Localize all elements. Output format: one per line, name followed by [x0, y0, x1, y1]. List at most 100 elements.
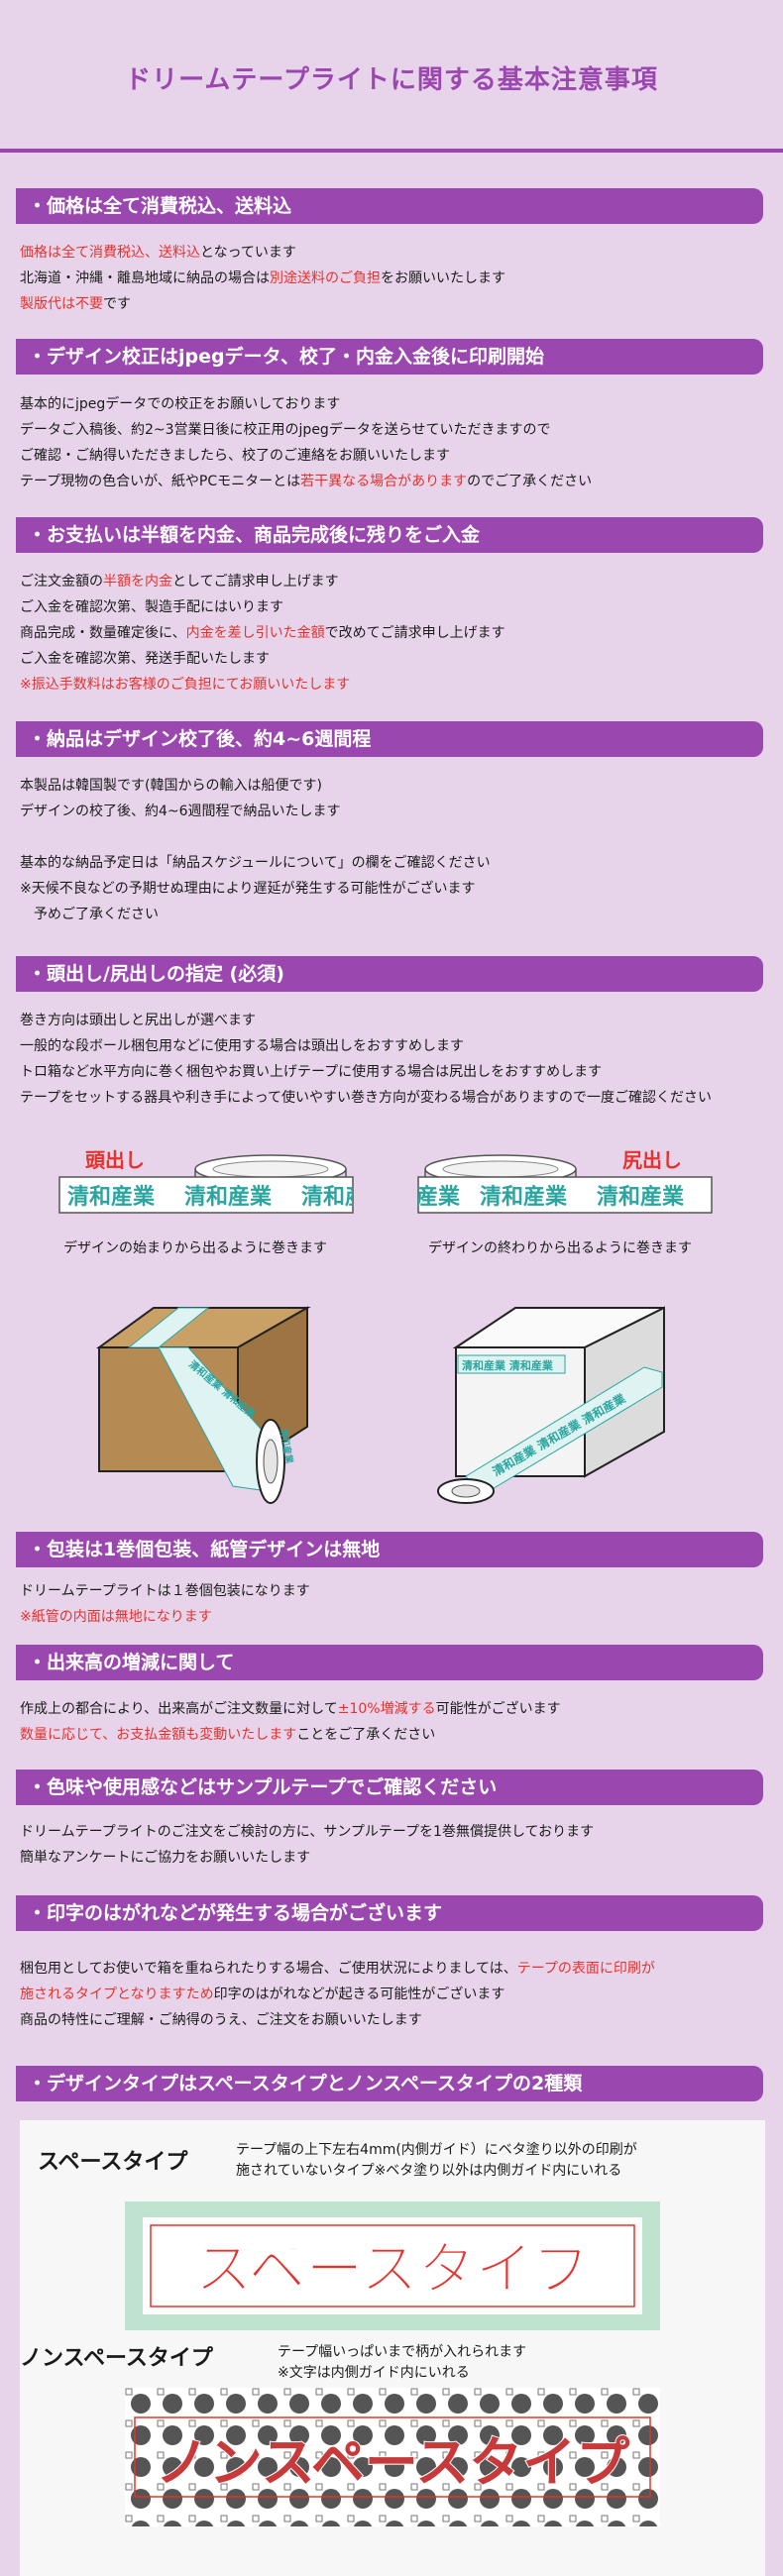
- section-line: [20, 824, 765, 850]
- section-line: 施されるタイプとなりますため印字のはがれなどが起きる可能性がございます: [20, 1982, 765, 2007]
- body-text: 本製品は韓国製です(韓国からの輸入は船便です): [20, 778, 322, 794]
- body-text: テープ現物の色合いが、紙やPCモニターとは: [20, 474, 301, 489]
- tail-tape-text-1: 清和産業: [416, 1184, 461, 1210]
- title-divider: [0, 149, 783, 153]
- highlighted-text: 数量に応じて、お支払金額も変動いたします: [20, 1727, 297, 1743]
- body-text: です: [103, 296, 131, 312]
- section-line: ご入金を確認次第、発送手配いたします: [20, 646, 765, 672]
- page-title: ドリームテープライトに関する基本注意事項: [125, 65, 658, 95]
- body-text: 北海道・沖縄・離島地域に納品の場合は: [20, 270, 270, 286]
- body-text: 一般的な段ボール梱包用などに使用する場合は頭出しをおすすめします: [20, 1038, 464, 1054]
- section-body-6: ドリームテープライトは１巻個包装になります ※紙管の内面は無地になります: [20, 1578, 765, 1630]
- space-sample-text: スペースタイプ: [194, 2235, 590, 2303]
- section-heading-3: ・お支払いは半額を内金、商品完成後に残りをご入金: [16, 517, 763, 553]
- section-line: 製版代は不要です: [20, 291, 765, 317]
- body-text: で改めてご請求申し上げます: [324, 625, 505, 641]
- section-heading-8: ・色味や使用感などはサンプルテープでご確認ください: [16, 1770, 763, 1805]
- body-text: 基本的な納品予定日は「納品スケジュールについて」の欄をご確認ください: [20, 855, 491, 871]
- body-text: のでご了承ください: [467, 474, 593, 489]
- body-text: 可能性がございます: [435, 1701, 561, 1717]
- section-heading-7: ・出来高の増減に関して: [16, 1645, 763, 1680]
- section-line: ご確認・ご納得いただきましたら、校了のご連絡をお願いいたします: [20, 443, 765, 469]
- body-text: ドリームテープライトのご注文をご検討の方に、サンプルテープを1巻無償提供しており…: [20, 1824, 595, 1840]
- section-line: 一般的な段ボール梱包用などに使用する場合は頭出しをおすすめします: [20, 1033, 765, 1059]
- highlighted-text: 施されるタイプとなりますため: [20, 1986, 214, 2002]
- section-line: 商品の特性にご理解・ご納得のうえ、ご注文をお願いいたします: [20, 2007, 765, 2033]
- nonspace-type-desc-2: ※文字は内側ガイド内にいれる: [278, 2365, 470, 2381]
- section-body-7: 作成上の都合により、出来高がご注文数量に対して±10%増減する可能性がございます…: [20, 1696, 765, 1748]
- body-text: データご入稿後、約2~3営業日後に校正用のjpegデータを送らせていただきますの…: [20, 422, 551, 438]
- section-heading-6: ・包装は1巻個包装、紙管デザインは無地: [16, 1532, 763, 1567]
- head-tape-text-2: 清和産業: [184, 1184, 273, 1210]
- space-type-sample: スペースタイプ: [125, 2201, 660, 2330]
- highlighted-text: 製版代は不要: [20, 296, 103, 312]
- body-text: としてご請求申し上げます: [172, 574, 339, 590]
- body-text: 作成上の都合により、出来高がご注文数量に対して: [20, 1701, 338, 1717]
- body-text: トロ箱など水平方向に巻く梱包やお買い上げテープに使用する場合は尻出しをおすすめし…: [20, 1064, 603, 1080]
- section-heading-5: ・頭出し/尻出しの指定 (必須): [16, 956, 763, 992]
- head-caption: デザインの始まりから出るように巻きます: [63, 1240, 327, 1256]
- section-line: 基本的な納品予定日は「納品スケジュールについて」の欄をご確認ください: [20, 850, 765, 876]
- section-heading-4: ・納品はデザイン校了後、約4~6週間程: [16, 721, 763, 757]
- body-text: テープをセットする器具や利き手によって使いやすい巻き方向が変わる場合がありますの…: [20, 1090, 713, 1106]
- body-text: 商品完成・数量確定後に、: [20, 625, 186, 641]
- head-tape-text-1: 清和産業: [67, 1184, 156, 1210]
- body-text: をお願いいたします: [381, 270, 505, 286]
- section-line: デザインの校了後、約4~6週間程で納品いたします: [20, 799, 765, 824]
- body-text: 予めご了承ください: [20, 907, 159, 922]
- space-type-title: スペースタイプ: [38, 2150, 188, 2175]
- body-text: ご入金を確認次第、発送手配いたします: [20, 651, 270, 667]
- highlighted-text: ±10%増減する: [337, 1701, 436, 1717]
- body-text: 巻き方向は頭出しと尻出しが選べます: [20, 1013, 256, 1028]
- tail-tape-roll: 清和産業 清和産業 清和産業: [416, 1154, 713, 1214]
- section-line: ※紙管の内面は無地になります: [20, 1604, 765, 1630]
- section-body-5: 巻き方向は頭出しと尻出しが選べます一般的な段ボール梱包用などに使用する場合は頭出…: [20, 1008, 765, 1111]
- body-text: ことをご了承ください: [296, 1727, 436, 1743]
- tail-caption: デザインの終わりから出るように巻きます: [428, 1240, 692, 1256]
- space-type-desc-1: テープ幅の上下左右4mm(内側ガイド）にベタ塗り以外の印刷が: [236, 2142, 637, 2158]
- highlighted-text: 半額を内金: [103, 574, 172, 590]
- highlighted-text: 別途送料のご負担: [270, 270, 381, 286]
- nonspace-type-title: ノンスペースタイプ: [20, 2346, 213, 2371]
- section-heading-2: ・デザイン校正はjpegデータ、校了・内金入金後に印刷開始: [16, 339, 763, 375]
- section-body-8: ドリームテープライトのご注文をご検討の方に、サンプルテープを1巻無償提供しており…: [20, 1819, 765, 1871]
- body-text: ご注文金額の: [20, 574, 103, 590]
- body-text: ご入金を確認次第、製造手配にはいります: [20, 599, 283, 615]
- design-type-panel: スペースタイプ テープ幅の上下左右4mm(内側ガイド）にベタ塗り以外の印刷が 施…: [20, 2120, 765, 2576]
- section-line: 基本的にjpegデータでの校正をお願いしております: [20, 391, 765, 417]
- body-text: 印字のはがれなどが起きる可能性がございます: [213, 1986, 505, 2002]
- section-line: ※振込手数料はお客様のご負担にてお願いいたします: [20, 672, 765, 698]
- section-line: ドリームテープライトのご注文をご検討の方に、サンプルテープを1巻無償提供しており…: [20, 1819, 765, 1845]
- white-box-illustration: 清和産業 清和産業 清和産業 清和産業 清和産業: [437, 1306, 665, 1504]
- section-heading-10: ・デザインタイプはスペースタイプとノンスペースタイプの2種類: [16, 2066, 763, 2101]
- section-line: 簡単なアンケートにご協力をお願いいたします: [20, 1845, 765, 1871]
- section-line: ご注文金額の半額を内金としてご請求申し上げます: [20, 569, 765, 594]
- section-line: 北海道・沖縄・離島地域に納品の場合は別途送料のご負担をお願いいたします: [20, 266, 765, 291]
- section-heading-9: ・印字のはがれなどが発生する場合がございます: [16, 1895, 763, 1931]
- section-line: 巻き方向は頭出しと尻出しが選べます: [20, 1008, 765, 1033]
- body-text: となっています: [200, 245, 296, 261]
- highlighted-text: ※紙管の内面は無地になります: [20, 1609, 212, 1625]
- section-line: ドリームテープライトは１巻個包装になります: [20, 1578, 765, 1604]
- highlighted-text: 価格は全て消費税込、送料込: [20, 245, 200, 261]
- tail-tape-text-2: 清和産業: [480, 1184, 568, 1210]
- head-label: 頭出し: [85, 1148, 145, 1172]
- section-heading-1: ・価格は全て消費税込、送料込: [16, 188, 763, 224]
- section-body-9: 梱包用としてお使いで箱を重ねられたりする場合、ご使用状況によりましては、テープの…: [20, 1956, 765, 2033]
- highlighted-text: テープの表面に印刷が: [516, 1961, 655, 1977]
- section-line: ※天候不良などの予期せぬ理由により遅延が発生する可能性がございます: [20, 876, 765, 902]
- tail-label: 尻出し: [622, 1148, 682, 1172]
- cardboard-box-illustration: 清和産業 清和産業 清和産業: [95, 1306, 311, 1504]
- section-line: 商品完成・数量確定後に、内金を差し引いた金額で改めてご請求申し上げます: [20, 620, 765, 646]
- section-body-4: 本製品は韓国製です(韓国からの輸入は船便です) デザインの校了後、約4~6週間程で…: [20, 773, 765, 927]
- section-line: 予めご了承ください: [20, 902, 765, 927]
- section-line: データご入稿後、約2~3営業日後に校正用のjpegデータを送らせていただきますの…: [20, 417, 765, 443]
- section-line: テープ現物の色合いが、紙やPCモニターとは若干異なる場合がありますのでご了承くだ…: [20, 469, 765, 494]
- body-text: 商品の特性にご理解・ご納得のうえ、ご注文をお願いいたします: [20, 2012, 422, 2028]
- tail-tape-text-3: 清和産業: [597, 1184, 685, 1210]
- section-line: ご入金を確認次第、製造手配にはいります: [20, 594, 765, 620]
- section-body-2: 基本的にjpegデータでの校正をお願いしておりますデータご入稿後、約2~3営業日…: [20, 391, 765, 494]
- highlighted-text: 若干異なる場合があります: [300, 474, 468, 489]
- section-body-1: 価格は全て消費税込、送料込となっています北海道・沖縄・離島地域に納品の場合は別途…: [20, 240, 765, 317]
- section-line: 価格は全て消費税込、送料込となっています: [20, 240, 765, 266]
